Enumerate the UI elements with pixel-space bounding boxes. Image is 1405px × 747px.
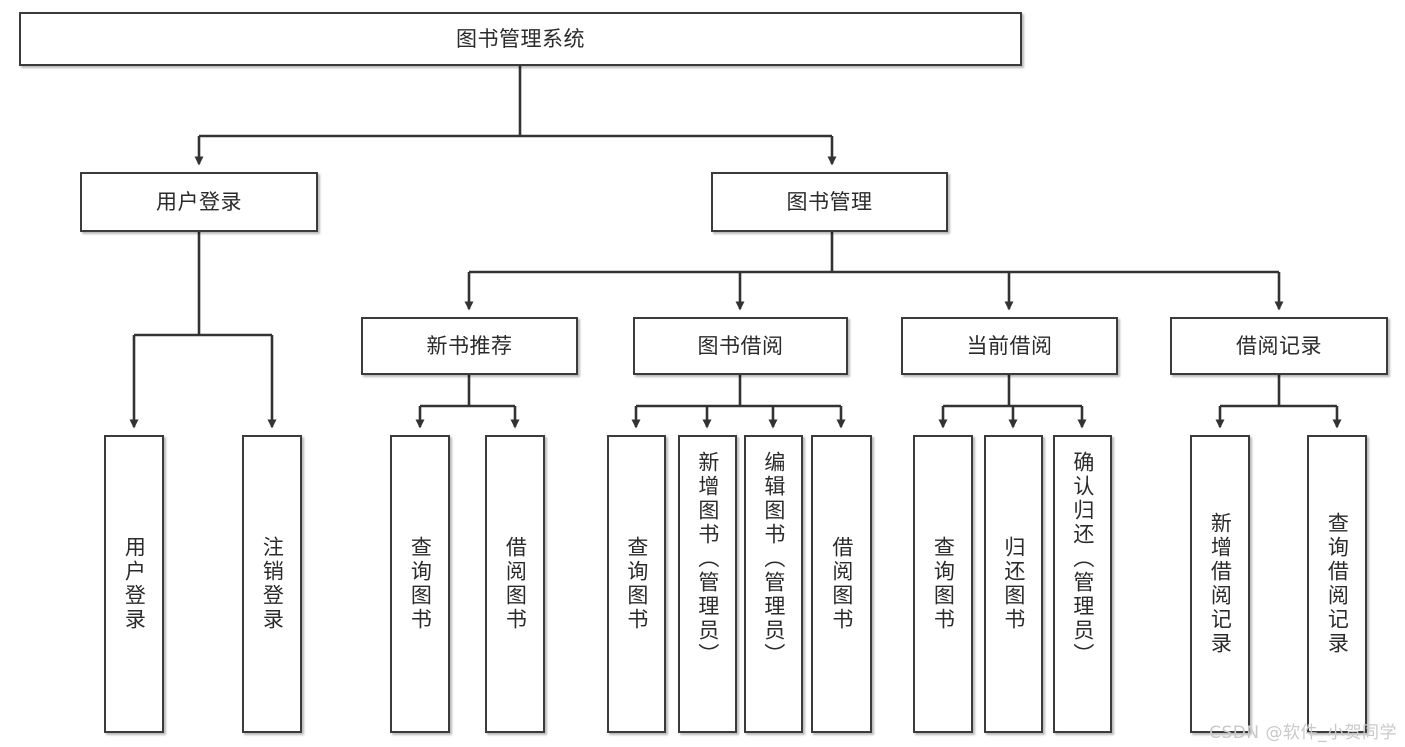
node-label: 借阅图书 bbox=[829, 536, 854, 632]
edge-userlogin-to-leaves bbox=[129, 232, 277, 429]
node-label: 查询借阅记录 bbox=[1325, 512, 1350, 656]
node-leaf-borrow-book-1[interactable]: 借阅图书 bbox=[485, 435, 545, 733]
edge-newbook-to-leaves bbox=[415, 375, 520, 429]
edge-currentborrow-to-leaves bbox=[938, 375, 1087, 429]
node-leaf-query-book-2[interactable]: 查询图书 bbox=[607, 435, 666, 733]
node-label: 归还图书 bbox=[1001, 536, 1026, 632]
node-label: 查询图书 bbox=[624, 536, 649, 632]
node-leaf-add-borrow-record[interactable]: 新增借阅记录 bbox=[1190, 435, 1250, 733]
node-label: 用户登录 bbox=[156, 189, 242, 214]
node-book-manage[interactable]: 图书管理 bbox=[711, 172, 948, 232]
node-leaf-return-book[interactable]: 归还图书 bbox=[984, 435, 1043, 733]
node-label: 编辑图书（管理员） bbox=[761, 451, 786, 667]
node-leaf-borrow-book-2[interactable]: 借阅图书 bbox=[811, 435, 872, 733]
node-label: 借阅记录 bbox=[1236, 333, 1322, 358]
node-book-borrow[interactable]: 图书借阅 bbox=[633, 317, 848, 375]
node-label: 确认归还（管理员） bbox=[1070, 451, 1095, 667]
node-label: 用户登录 bbox=[122, 536, 147, 632]
node-label: 图书管理 bbox=[786, 189, 873, 214]
node-leaf-edit-book-admin[interactable]: 编辑图书（管理员） bbox=[744, 435, 803, 733]
node-borrow-record[interactable]: 借阅记录 bbox=[1170, 317, 1388, 375]
node-label: 查询图书 bbox=[931, 536, 956, 632]
edge-borrowrecord-to-leaves bbox=[1215, 375, 1342, 429]
edge-root-to-level1 bbox=[194, 66, 837, 166]
node-leaf-logout[interactable]: 注销登录 bbox=[242, 435, 302, 733]
node-label: 新增借阅记录 bbox=[1208, 512, 1233, 656]
edge-bookborrow-to-leaves bbox=[631, 375, 846, 429]
node-current-borrow[interactable]: 当前借阅 bbox=[901, 317, 1118, 375]
node-label: 新书推荐 bbox=[426, 333, 513, 358]
node-leaf-query-book-1[interactable]: 查询图书 bbox=[390, 435, 450, 733]
node-leaf-add-book-admin[interactable]: 新增图书（管理员） bbox=[678, 435, 737, 733]
node-label: 图书管理系统 bbox=[456, 26, 585, 51]
node-label: 图书借阅 bbox=[697, 333, 784, 358]
node-new-book-recommend[interactable]: 新书推荐 bbox=[361, 317, 578, 375]
node-leaf-query-book-3[interactable]: 查询图书 bbox=[913, 435, 973, 733]
node-user-login[interactable]: 用户登录 bbox=[80, 172, 318, 232]
node-label: 注销登录 bbox=[260, 536, 285, 632]
edge-bookmanage-to-level2 bbox=[464, 232, 1284, 311]
node-root-system[interactable]: 图书管理系统 bbox=[19, 12, 1022, 66]
node-label: 新增图书（管理员） bbox=[695, 451, 720, 667]
node-label: 借阅图书 bbox=[503, 536, 528, 632]
node-leaf-query-borrow-record[interactable]: 查询借阅记录 bbox=[1307, 435, 1367, 733]
node-leaf-user-login[interactable]: 用户登录 bbox=[104, 435, 164, 733]
node-label: 查询图书 bbox=[408, 536, 433, 632]
node-leaf-confirm-return-admin[interactable]: 确认归还（管理员） bbox=[1053, 435, 1112, 733]
node-label: 当前借阅 bbox=[966, 333, 1053, 358]
